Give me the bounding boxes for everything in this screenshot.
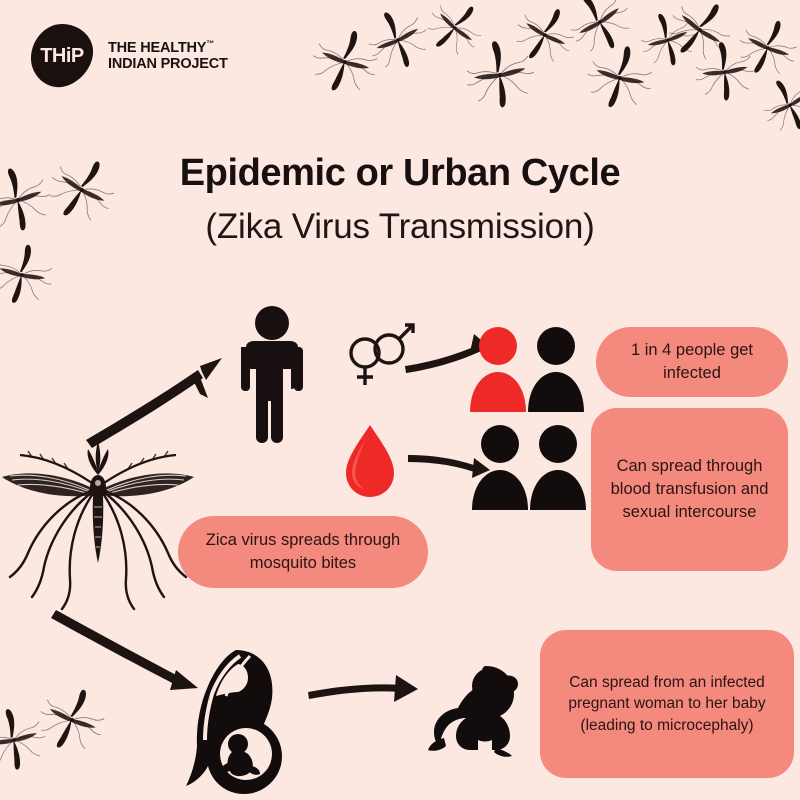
logo-wordmark: THiP (40, 44, 84, 67)
crawling-baby-icon (428, 666, 518, 757)
person-icon (472, 425, 528, 510)
male-female-symbols-icon (349, 323, 415, 385)
mosquito-illustration (2, 441, 194, 611)
arrow-sexual-transmission-icon (405, 334, 488, 373)
callout-pregnant-transmission-text: Can spread from an infected pregnant wom… (568, 673, 766, 734)
callout-infected-text: 1 in 4 people get infected (630, 341, 754, 382)
person-icon (530, 425, 586, 510)
logo-line-1-text: THE HEALTHY (108, 39, 207, 56)
brand-logo: THiP THE HEALTHY™ INDIAN PROJECT (28, 22, 228, 90)
person-infected-icon (470, 327, 526, 412)
callout-mosquito-bites-text: Zica virus spreads through mosquito bite… (205, 531, 401, 572)
arrow-blood-transmission-icon (408, 455, 490, 478)
callout-mosquito-bites: Zica virus spreads through mosquito bite… (178, 516, 428, 588)
logo-blob-icon: THiP (28, 22, 96, 90)
arrow-to-pregnant-icon (51, 610, 198, 690)
standing-person-icon (241, 306, 303, 443)
logo-line-1: THE HEALTHY™ (108, 38, 228, 56)
blood-drop-icon (346, 425, 394, 497)
logo-line-2: INDIAN PROJECT (108, 56, 228, 72)
callout-blood-transfusion: Can spread through blood transfusion and… (591, 408, 788, 571)
arrow-to-baby-icon (308, 675, 418, 702)
callout-blood-transfusion-text: Can spread through blood transfusion and… (610, 457, 769, 521)
person-icon (528, 327, 584, 412)
arrow-to-person-icon (86, 358, 222, 448)
page-subtitle: (Zika Virus Transmission) (205, 207, 595, 246)
pregnant-woman-icon (186, 650, 282, 794)
page-title: Epidemic or Urban Cycle (179, 152, 621, 194)
callout-infected: 1 in 4 people get infected (596, 327, 788, 397)
trademark-symbol: ™ (206, 38, 215, 48)
callout-pregnant-transmission: Can spread from an infected pregnant wom… (540, 630, 794, 778)
